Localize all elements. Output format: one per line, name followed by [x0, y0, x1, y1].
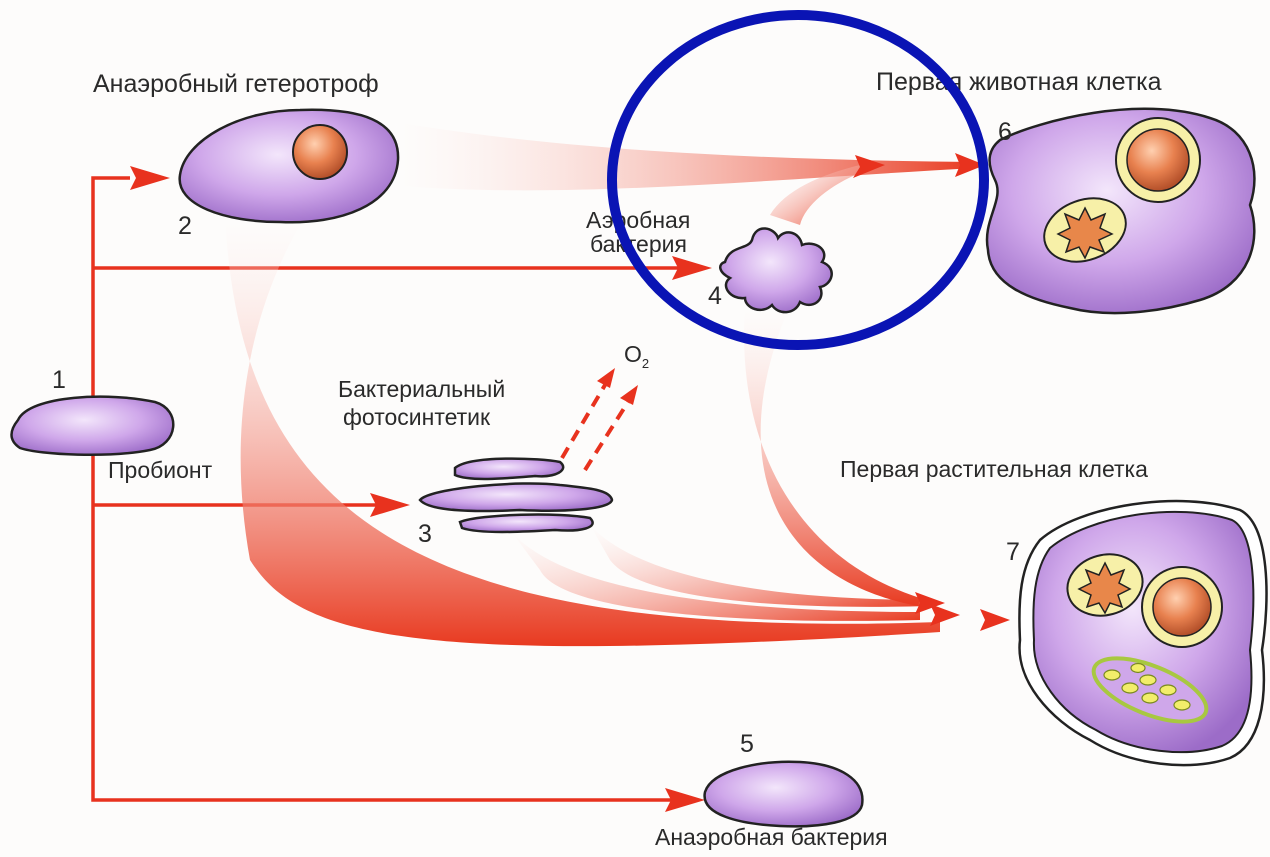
label-anaerobic-bacterium: Анаэробная бактерия	[655, 824, 888, 850]
number-aerobic: 4	[708, 282, 722, 310]
number-animal-cell: 6	[998, 118, 1012, 146]
label-photosynthetic-line2: фотосинтетик	[343, 404, 491, 430]
label-probiont: Пробионт	[108, 457, 213, 483]
arrowhead-to-anaerobic-bacterium	[665, 788, 705, 812]
oxygen-arrows	[562, 385, 628, 470]
arrowhead-to-photosynthetic	[370, 493, 410, 517]
label-anaerobic-heterotroph: Анаэробный гетеротроф	[93, 70, 379, 98]
label-aerobic-line2: бактерия	[590, 231, 687, 257]
photosynthetic-cell	[420, 459, 612, 532]
anaerobic-bacterium-cell	[705, 762, 863, 827]
animal-nucleus	[1127, 129, 1189, 191]
plant-nucleus	[1153, 578, 1211, 636]
aerobic-cell	[720, 228, 831, 312]
number-heterotroph: 2	[178, 212, 192, 240]
flow-arrowheads	[853, 153, 1010, 631]
number-photosynthetic: 3	[418, 520, 432, 548]
label-first-animal-cell: Первая животная клетка	[876, 68, 1162, 96]
flow-heterotroph-to-animal	[390, 122, 975, 190]
heterotroph-nucleus	[293, 125, 347, 179]
connector-arrowheads	[130, 166, 712, 812]
heterotroph-cell	[180, 110, 398, 223]
label-aerobic-line1: Аэробная	[586, 207, 690, 233]
probiont-connectors	[93, 178, 690, 800]
label-oxygen: O2	[624, 341, 649, 371]
number-plant-cell: 7	[1006, 538, 1020, 566]
number-probiont: 1	[52, 366, 66, 394]
arrowhead-to-aerobic	[672, 256, 712, 280]
label-first-plant-cell: Первая растительная клетка	[840, 456, 1148, 482]
probiont-cell	[12, 397, 174, 455]
label-photosynthetic-line1: Бактериальный	[338, 376, 505, 402]
arrowhead-to-heterotroph	[130, 166, 170, 190]
number-anaerobic-bacterium: 5	[740, 730, 754, 758]
